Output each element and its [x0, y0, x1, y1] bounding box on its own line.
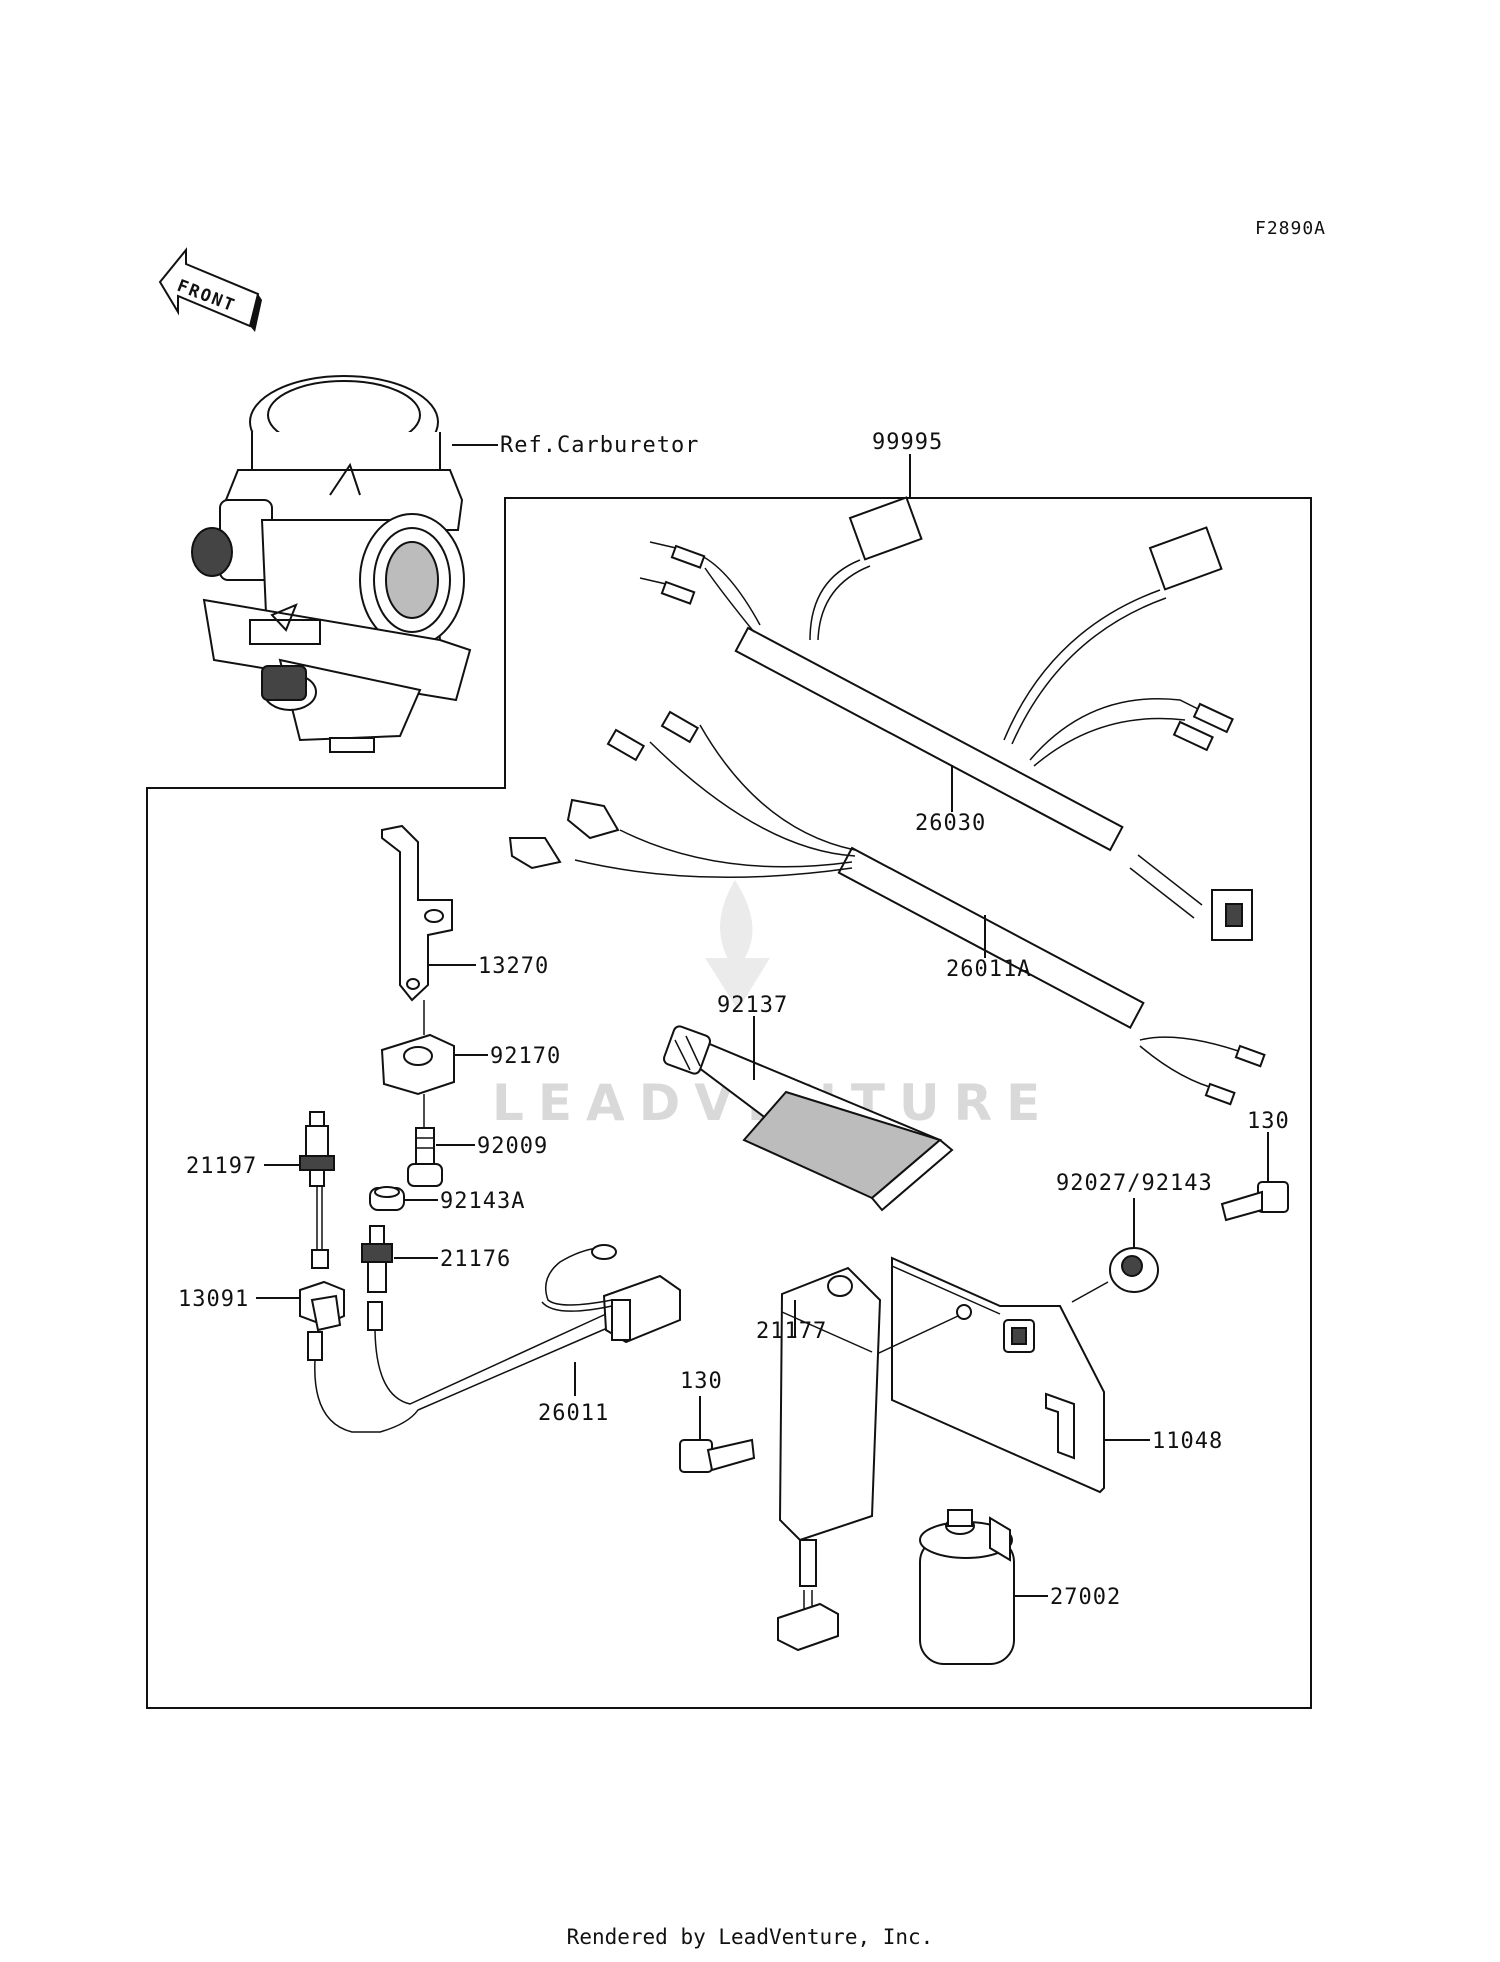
bolt-130-top: [1220, 1181, 1289, 1222]
sensor-21176-callout: 21176: [440, 1247, 511, 1272]
collar-92027-92143: [1109, 1247, 1159, 1293]
bracket-13270: [381, 824, 453, 1002]
screw-92009-callout: 92009: [477, 1134, 548, 1159]
harness-26030-callout: 26030: [915, 811, 986, 836]
lead-26011: [307, 1244, 681, 1433]
washer-92143A: [369, 1186, 405, 1211]
collar-92027-92143-callout: 92027/92143: [1056, 1171, 1213, 1196]
clamp-13091: [299, 1280, 345, 1332]
grease-92137-callout: 92137: [717, 993, 788, 1018]
lead-26011-callout: 26011: [538, 1401, 609, 1426]
clamp-13091-callout: 13091: [178, 1287, 249, 1312]
sensor-21197-callout: 21197: [186, 1154, 257, 1179]
holder-92170: [380, 1033, 455, 1096]
unit-21177-callout: 21177: [756, 1319, 827, 1344]
bolt-130-left: [679, 1438, 756, 1473]
sensor-21197: [299, 1111, 335, 1269]
solenoid-27002-callout: 27002: [1050, 1585, 1121, 1610]
unit-21177: [777, 1266, 882, 1652]
harness-26030: [639, 496, 1253, 941]
kit-outline: [146, 497, 1312, 1709]
sensor-21176: [361, 1225, 393, 1293]
carburetor-illustration: [191, 375, 472, 753]
watermark-logo: [705, 880, 770, 1010]
kit-99995-callout: 99995: [872, 430, 943, 455]
footer-credit: Rendered by LeadVenture, Inc.: [567, 1925, 934, 1949]
screw-92009: [407, 1127, 443, 1187]
solenoid-27002: [919, 1509, 1015, 1665]
holder-92170-callout: 92170: [490, 1044, 561, 1069]
bracket-13270-callout: 13270: [478, 954, 549, 979]
bolt-130-left-callout: 130: [680, 1369, 723, 1394]
figure-code: F2890A: [1255, 218, 1326, 239]
bracket-11048: [891, 1256, 1105, 1494]
washer-92143A-callout: 92143A: [440, 1189, 525, 1214]
harness-26011A-callout: 26011A: [946, 957, 1031, 982]
harness-26011A: [508, 710, 1266, 1106]
ref-carburetor-label: Ref.Carburetor: [500, 433, 699, 458]
bolt-130-top-callout: 130: [1247, 1109, 1290, 1134]
bracket-11048-callout: 11048: [1152, 1429, 1223, 1454]
front-arrow-icon: FRONT: [158, 247, 262, 332]
grease-tube-92137: [662, 1025, 954, 1212]
